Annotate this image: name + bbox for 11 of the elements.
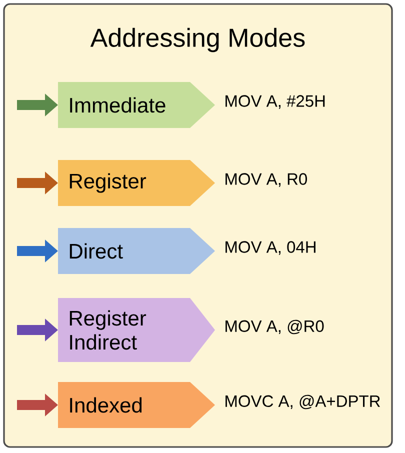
title: Addressing Modes <box>90 28 305 52</box>
mode-label-box: Direct <box>58 228 215 274</box>
instruction-text: MOV A, @R0 <box>226 320 324 334</box>
instruction-text: MOV A, R0 <box>226 173 307 187</box>
mode-label-box: Register Indirect <box>58 298 215 362</box>
mode-label-box: Register <box>58 160 215 206</box>
mode-label-box: Immediate <box>58 82 215 128</box>
instruction-text: MOV A, 04H <box>226 241 316 255</box>
mode-label-box: Indexed <box>58 382 215 428</box>
instruction-text: MOVC A, @A+DPTR <box>226 394 380 410</box>
instruction-text: MOV A, #25H <box>226 95 325 109</box>
